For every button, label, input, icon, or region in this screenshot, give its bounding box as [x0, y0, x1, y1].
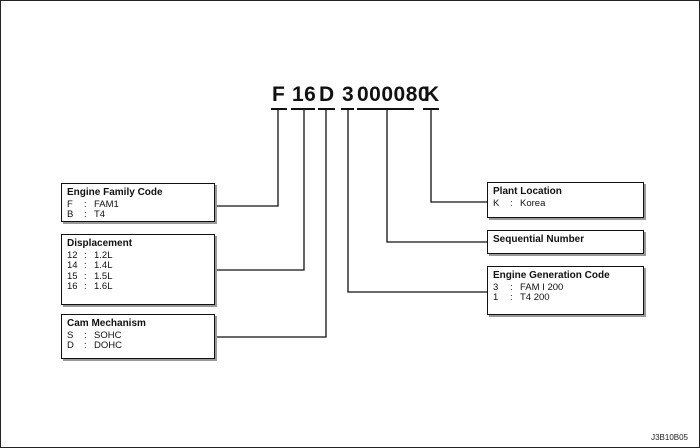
option-row: K: Korea — [493, 197, 643, 210]
box-title: Engine Family Code — [67, 187, 163, 198]
code-family: F — [272, 83, 286, 106]
option-separator: : — [84, 249, 87, 261]
option-row: D: DOHC — [67, 341, 214, 352]
option-row: S: SOHC — [67, 329, 214, 342]
underline-sequence — [357, 108, 414, 110]
option-code: F — [67, 198, 73, 210]
option-value: 1.5L — [94, 270, 113, 282]
connector-generation — [347, 110, 487, 293]
sequential-number-box: Sequential Number — [487, 230, 644, 254]
connector-displacement — [215, 110, 305, 271]
underline-generation — [341, 108, 354, 110]
option-separator: : — [84, 198, 87, 210]
code-displacement: 16 — [292, 83, 317, 106]
code-sequence: 000080 — [357, 83, 431, 106]
underline-family — [271, 108, 287, 110]
code-generation: 3 — [342, 83, 355, 106]
box-rows: S: SOHC D: DOHC — [67, 329, 214, 352]
option-value: FAM I 200 — [520, 281, 564, 293]
box-title: Engine Generation Code — [493, 270, 610, 281]
option-code: 14 — [67, 260, 78, 272]
underline-cam — [318, 108, 335, 110]
option-value: T4 200 — [520, 292, 550, 304]
engine-generation-code-box: Engine Generation Code 3: FAM I 200 1: T4 2… — [487, 266, 644, 315]
option-code: 3 — [493, 281, 499, 293]
option-code: 16 — [67, 281, 78, 293]
connector-family — [215, 110, 279, 207]
code-cam: D — [319, 83, 335, 106]
option-row: 12:1.2L — [67, 249, 214, 262]
code-plant: K — [424, 83, 440, 106]
box-rows: K: Korea — [493, 197, 643, 210]
option-value: T4 — [94, 209, 106, 221]
option-separator: : — [510, 292, 513, 304]
option-value: 1.2L — [94, 249, 113, 261]
option-row: F: FAM1 — [67, 198, 214, 211]
option-separator: : — [84, 270, 87, 282]
option-code: D — [67, 340, 74, 352]
option-value: DOHC — [94, 340, 122, 352]
option-value: 1.6L — [94, 281, 113, 293]
option-separator: : — [84, 281, 87, 293]
box-rows: 3: FAM I 200 1: T4 200 — [493, 281, 643, 304]
option-code: B — [67, 209, 74, 221]
option-row: 1: T4 200 — [493, 293, 643, 304]
option-code: 12 — [67, 249, 78, 261]
box-title: Displacement — [67, 238, 133, 249]
option-row: 14:1.4L — [67, 261, 214, 272]
option-separator: : — [84, 260, 87, 272]
option-value: FAM1 — [94, 198, 119, 210]
option-separator: : — [84, 209, 87, 221]
plant-location-box: Plant Location K: Korea — [487, 182, 644, 218]
option-separator: : — [84, 329, 87, 341]
option-code: 1 — [493, 292, 499, 304]
option-row: 3: FAM I 200 — [493, 281, 643, 294]
connector-cam — [215, 110, 327, 338]
option-separator: : — [510, 281, 513, 293]
box-title: Cam Mechanism — [67, 318, 146, 329]
option-row: 16:1.6L — [67, 282, 214, 293]
box-title: Plant Location — [493, 186, 562, 197]
option-row: 15:1.5L — [67, 270, 214, 283]
option-value: 1.4L — [94, 260, 113, 272]
option-code: S — [67, 329, 74, 341]
connector-plant — [430, 110, 487, 203]
option-value: Korea — [520, 197, 546, 209]
connector-sequence — [386, 110, 487, 243]
cam-mechanism-box: Cam Mechanism S: SOHC D: DOHC — [61, 314, 215, 359]
option-value: SOHC — [94, 329, 122, 341]
figure-reference: J3B10B05 — [651, 433, 688, 442]
option-separator: : — [510, 197, 513, 209]
underline-displacement — [291, 108, 315, 110]
option-row: B: T4 — [67, 210, 214, 221]
option-code: 15 — [67, 270, 78, 282]
underline-plant — [423, 108, 439, 110]
option-separator: : — [84, 340, 87, 352]
option-code: K — [493, 197, 500, 209]
box-title: Sequential Number — [493, 234, 585, 245]
